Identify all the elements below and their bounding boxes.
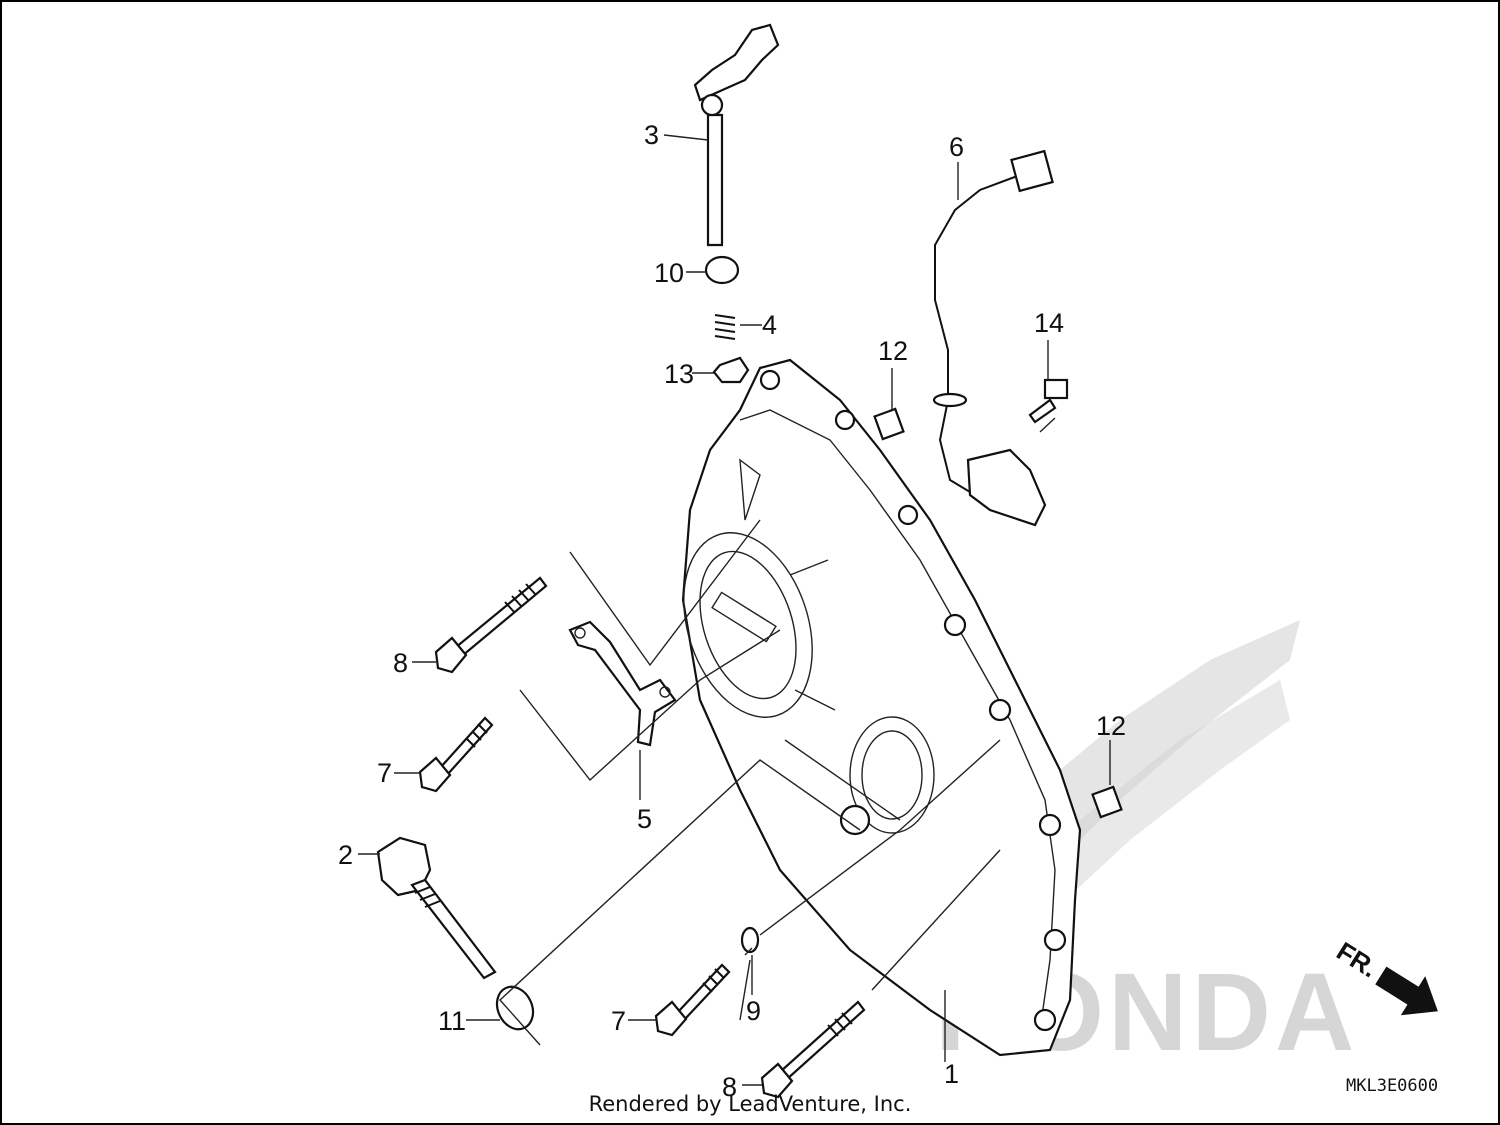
callout-12-lower: 12 xyxy=(1096,711,1126,741)
callout-5: 5 xyxy=(637,804,652,834)
part-5-bracket[interactable] xyxy=(568,620,677,747)
callout-2: 2 xyxy=(338,840,353,870)
part-2-oil-filler-cap[interactable] xyxy=(376,836,497,980)
footer-credit: Rendered by LeadVenture, Inc. xyxy=(588,1092,912,1116)
part-14-bolt[interactable] xyxy=(1028,378,1069,424)
part-7-bolt-upper[interactable] xyxy=(418,716,494,793)
part-13-nut[interactable] xyxy=(712,356,750,384)
callout-14: 14 xyxy=(1034,308,1064,338)
callout-8-upper: 8 xyxy=(393,648,408,678)
part-6-sensor-cable[interactable] xyxy=(932,149,1054,527)
part-12-dowel-pin-upper[interactable] xyxy=(873,407,905,441)
front-arrow-icon xyxy=(1375,966,1438,1016)
part-9-washer[interactable] xyxy=(740,926,760,954)
callout-12-upper: 12 xyxy=(878,336,908,366)
callout-labels: 1 2 3 4 5 6 7 7 8 8 9 10 11 12 12 13 14 xyxy=(338,120,1126,1102)
callout-8-lower: 8 xyxy=(722,1072,737,1102)
diagram-code: MKL3E0600 xyxy=(1346,1076,1439,1096)
part-7-bolt-lower[interactable] xyxy=(654,963,731,1037)
callout-7-upper: 7 xyxy=(377,758,392,788)
part-3-shaft[interactable] xyxy=(693,23,780,247)
callout-4: 4 xyxy=(762,310,777,340)
callout-6: 6 xyxy=(949,132,964,162)
part-10-oil-seal[interactable] xyxy=(704,255,740,285)
part-11-o-ring[interactable] xyxy=(490,981,539,1035)
callout-7-lower: 7 xyxy=(611,1006,626,1036)
leader-lines xyxy=(358,134,1111,1086)
part-8-bolt-upper[interactable] xyxy=(434,576,548,674)
part-4-spring[interactable] xyxy=(714,314,736,340)
callout-3: 3 xyxy=(644,120,659,150)
callout-1: 1 xyxy=(944,1059,959,1089)
assembly-guide-lines xyxy=(499,417,1056,1062)
callout-13: 13 xyxy=(664,359,694,389)
part-12-dowel-pin-lower[interactable] xyxy=(1091,785,1123,819)
part-1-clutch-cover[interactable] xyxy=(662,358,1082,1057)
callout-10: 10 xyxy=(654,258,684,288)
callout-11: 11 xyxy=(438,1006,466,1036)
part-8-bolt-lower[interactable] xyxy=(760,1000,866,1099)
callout-9: 9 xyxy=(746,996,761,1026)
